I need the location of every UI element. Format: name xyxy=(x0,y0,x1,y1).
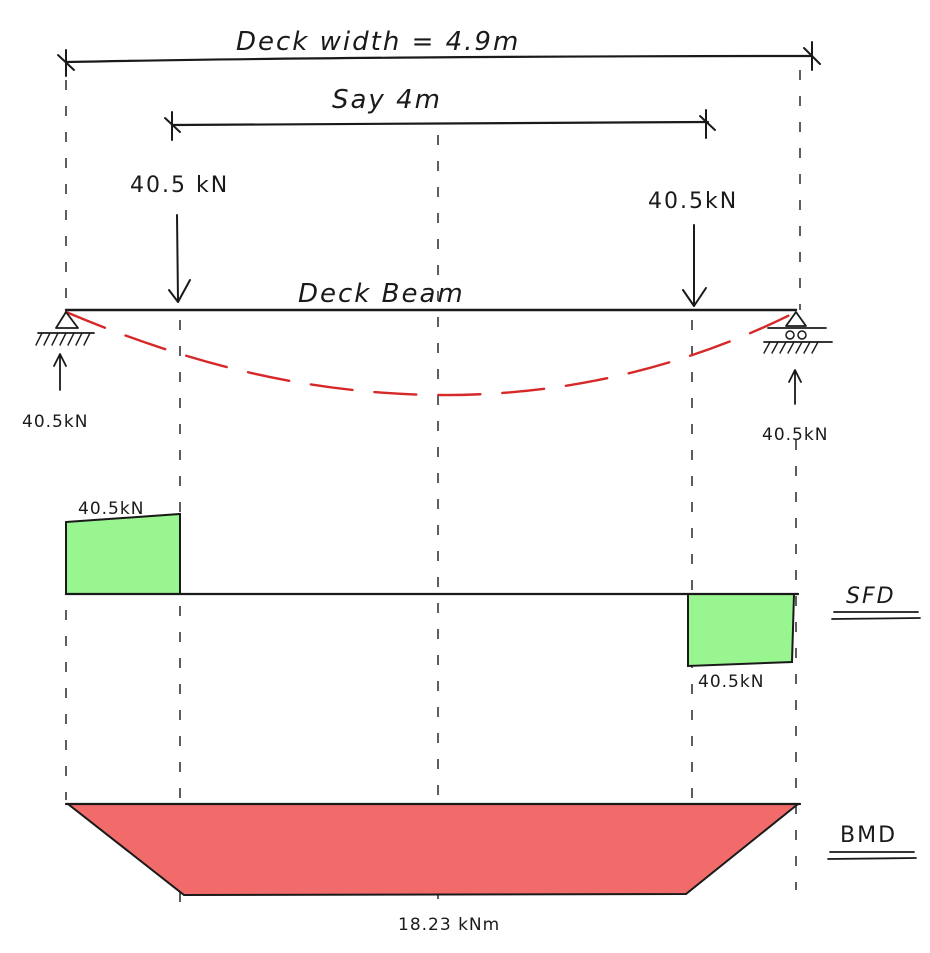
point-load-left-arrow-head xyxy=(168,279,191,303)
deck-width-dimension: Deck width = 4.9m xyxy=(57,27,821,77)
load-spacing-tick-left xyxy=(164,111,181,141)
deck-beam-label: Deck Beam xyxy=(298,279,465,309)
deck-width-tick-right xyxy=(803,41,821,71)
shear-force-diagram: 40.5kN 40.5kN SFD xyxy=(64,499,921,692)
bmd-label-underline xyxy=(827,851,917,860)
reaction-left-label: 40.5kN xyxy=(22,412,88,432)
reaction-left: 40.5kN xyxy=(22,353,88,432)
deck-width-line xyxy=(64,54,814,64)
reaction-right-arrow xyxy=(788,369,802,405)
point-load-left: 40.5 kN xyxy=(130,173,229,303)
pin-support-hatching xyxy=(35,332,91,346)
deflected-shape-curve xyxy=(64,310,798,397)
deck-width-label: Deck width = 4.9m xyxy=(236,27,520,57)
point-load-left-label: 40.5 kN xyxy=(130,173,229,198)
reaction-right: 40.5kN xyxy=(762,369,828,445)
load-spacing-line xyxy=(170,120,710,127)
guide-lines xyxy=(65,70,801,910)
bmd-max-value: 18.23 kNm xyxy=(398,915,500,935)
sfd-label: SFD xyxy=(846,584,896,609)
roller-support-right xyxy=(763,311,833,354)
bmd-trapezoid xyxy=(65,803,801,897)
roller-wheel-left xyxy=(785,330,795,340)
pin-support-left xyxy=(35,311,95,346)
reaction-right-label: 40.5kN xyxy=(762,425,828,445)
pin-support-triangle xyxy=(55,311,79,329)
reaction-left-arrow xyxy=(53,353,67,391)
deck-beam: Deck Beam xyxy=(64,279,798,312)
deck-width-tick-left xyxy=(57,49,75,77)
point-load-right-arrow-head xyxy=(682,287,707,307)
load-spacing-dimension: Say 4m xyxy=(164,85,716,141)
sfd-positive-block xyxy=(65,512,181,595)
load-spacing-tick-right xyxy=(699,109,716,139)
point-load-right-label: 40.5kN xyxy=(648,189,738,214)
sfd-label-underline xyxy=(831,611,921,620)
load-spacing-label: Say 4m xyxy=(332,85,442,115)
roller-support-triangle xyxy=(785,311,807,327)
sfd-negative-value: 40.5kN xyxy=(698,672,764,692)
roller-wheel-right xyxy=(797,330,807,340)
sfd-positive-value: 40.5kN xyxy=(78,499,144,519)
roller-support-hatching xyxy=(763,341,819,354)
point-load-right: 40.5kN xyxy=(648,189,738,307)
point-load-left-arrow-shaft xyxy=(176,214,179,301)
sfd-negative-block xyxy=(687,593,796,668)
bending-moment-diagram: 18.23 kNm BMD xyxy=(64,802,917,935)
bmd-label: BMD xyxy=(840,823,897,848)
